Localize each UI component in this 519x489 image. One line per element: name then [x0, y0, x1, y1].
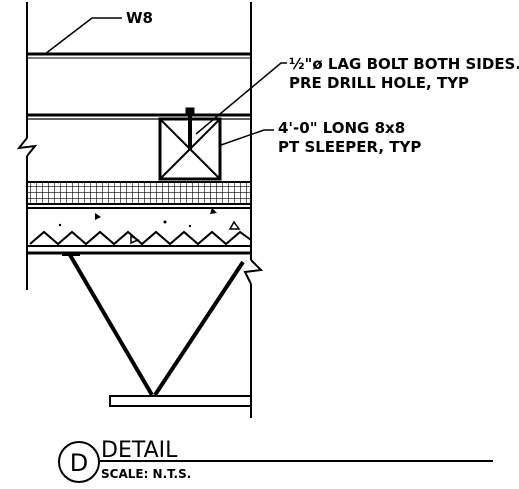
detail-scale: SCALE: N.T.S. [101, 467, 191, 481]
detail-tag-letter: D [70, 449, 88, 477]
right-column-line [243, 2, 264, 418]
pre-drill-label: PRE DRILL HOLE, TYP [289, 74, 469, 92]
detail-tag-circle [58, 441, 100, 483]
detail-title: DETAIL [101, 438, 178, 463]
sleeper-type-label: PT SLEEPER, TYP [278, 138, 421, 156]
grating-layer [26, 181, 252, 205]
pt-sleeper [158, 107, 222, 181]
concrete-slab [27, 207, 252, 255]
w8-label: W8 [126, 9, 153, 27]
bottom-plate [109, 395, 252, 407]
v-bracing [62, 253, 245, 397]
lag-bolt-label: ½"ø LAG BOLT BOTH SIDES. [289, 55, 519, 73]
detail-title-block: D DETAIL SCALE: N.T.S. [58, 438, 493, 483]
sleeper-size-label: 4'-0" LONG 8x8 [278, 119, 405, 137]
leader-lines [44, 17, 287, 146]
w8-beam [27, 52, 251, 120]
